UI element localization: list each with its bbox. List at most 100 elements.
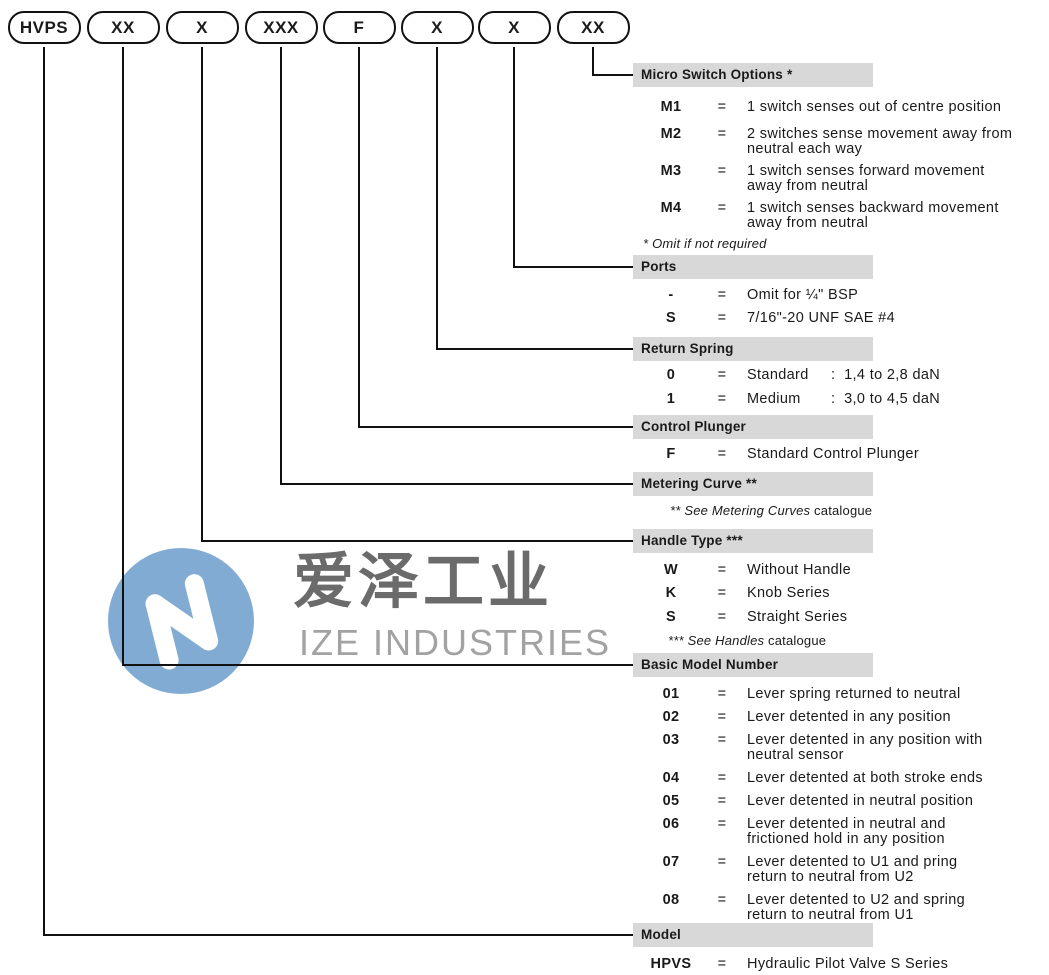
equals-sign: =	[717, 854, 727, 870]
equals-sign: =	[717, 391, 727, 407]
code-row-micro-switch-options-M3: M3 = 1 switch senses forward movement away…	[633, 164, 1045, 194]
code-row-handle-type-K: K=Knob Series	[633, 586, 1045, 601]
equals-sign: =	[717, 793, 727, 809]
code-key: M2	[660, 126, 682, 142]
code-description: Lever detented to U2 and spring return t…	[747, 892, 966, 923]
code-key: M1	[660, 99, 682, 115]
code-row-micro-switch-options-M2: M2 = 2 switches sense movement away from n…	[633, 127, 1045, 157]
code-key: 03	[662, 732, 680, 748]
footnote-micro-switch-options: * Omit if not required	[643, 236, 1045, 251]
code-key: -	[668, 287, 674, 303]
model-code-box-7: XX	[556, 11, 630, 44]
section-header-basic-model-number: Basic Model Number	[633, 653, 873, 677]
connector-hline-return-spring	[436, 348, 633, 350]
code-description: Without Handle	[747, 562, 852, 578]
code-row-return-spring-1: 1 = Medium: 3,0 to 4,5 daN	[633, 392, 1045, 407]
code-row-basic-model-number-07: 07=Lever detented to U1 and pring return…	[633, 855, 1045, 885]
connector-hline-micro-switch-options	[592, 74, 633, 76]
footnote-normal-text: catalogue	[764, 633, 827, 648]
code-row-ports-S: S=7/16"-20 UNF SAE #4	[633, 311, 1045, 326]
connector-vline-ports	[513, 47, 515, 268]
code-description: Straight Series	[747, 609, 848, 625]
code-description: 7/16"-20 UNF SAE #4	[747, 310, 896, 326]
code-key: HPVS	[650, 956, 692, 972]
code-row-micro-switch-options-M1: M1=1 switch senses out of centre positio…	[633, 100, 1045, 115]
equals-sign: =	[717, 956, 727, 972]
section-header-micro-switch-options: Micro Switch Options *	[633, 63, 873, 87]
equals-sign: =	[717, 816, 727, 832]
code-description: 1 switch senses out of centre position	[747, 99, 1002, 115]
connector-vline-metering-curve	[280, 47, 282, 485]
code-description: Lever detented in any position with neut…	[747, 732, 983, 763]
code-description: 2 switches sense movement away from neut…	[747, 126, 1013, 157]
equals-sign: =	[717, 287, 727, 303]
code-key: S	[665, 609, 677, 625]
code-row-basic-model-number-02: 02=Lever detented in any position	[633, 710, 1045, 725]
footnote-normal-text: catalogue	[810, 503, 873, 518]
section-header-control-plunger: Control Plunger	[633, 415, 873, 439]
watermark-chinese-text: 爱泽工业	[293, 547, 554, 615]
code-row-ports--: -=Omit for ¼" BSP	[633, 288, 1045, 303]
equals-sign: =	[717, 367, 727, 383]
code-description-detail: : 3,0 to 4,5 daN	[831, 391, 941, 407]
code-key: K	[665, 585, 677, 601]
code-description: Standard : 1,4 to 2,8 daN	[747, 368, 940, 383]
connector-hline-model	[43, 934, 633, 936]
code-description: Lever detented in neutral and frictioned…	[747, 816, 946, 847]
connector-vline-handle-type	[201, 47, 203, 542]
section-metering-curve: Metering Curve ** ** See Metering Curves …	[633, 472, 1045, 518]
code-description: Medium: 3,0 to 4,5 daN	[747, 392, 940, 407]
equals-sign: =	[717, 126, 727, 142]
code-key: S	[665, 310, 677, 326]
code-key: M3	[660, 163, 682, 179]
equals-sign: =	[717, 732, 727, 748]
code-row-control-plunger-F: F=Standard Control Plunger	[633, 447, 1045, 462]
code-row-handle-type-W: W=Without Handle	[633, 563, 1045, 578]
code-description: 1 switch senses backward movement away f…	[747, 200, 999, 231]
model-code-box-5: X	[400, 11, 474, 44]
code-description-detail: : 1,4 to 2,8 daN	[831, 367, 941, 383]
code-key: 02	[662, 709, 680, 725]
model-code-box-4: F	[322, 11, 396, 44]
code-row-basic-model-number-04: 04 = Lever detented at both stroke ends	[633, 771, 1045, 786]
equals-sign: =	[717, 562, 727, 578]
code-key: 1	[666, 391, 676, 407]
section-header-return-spring: Return Spring	[633, 337, 873, 361]
code-key: 05	[662, 793, 680, 809]
code-key: M4	[660, 200, 682, 216]
code-row-basic-model-number-05: 05=Lever detented in neutral position	[633, 794, 1045, 809]
code-row-basic-model-number-01: 01=Lever spring returned to neutral	[633, 687, 1045, 702]
footnote-italic-text: *** See Handles	[668, 633, 765, 648]
code-description: Lever detented at both stroke ends	[747, 770, 983, 786]
connector-hline-handle-type	[201, 540, 633, 542]
equals-sign: =	[717, 163, 727, 179]
code-key: 08	[662, 892, 680, 908]
section-micro-switch-options: Micro Switch Options *M1=1 switch senses…	[633, 63, 1045, 251]
code-description: 1 switch senses forward movement away fr…	[747, 163, 985, 194]
model-code-box-6: X	[477, 11, 551, 44]
code-key: 04	[662, 770, 680, 786]
connector-vline-micro-switch-options	[592, 47, 594, 76]
code-key: 06	[662, 816, 680, 832]
equals-sign: =	[717, 770, 727, 786]
logo-n-glyph	[145, 574, 219, 670]
code-row-micro-switch-options-M4: M4=1 switch senses backward movement awa…	[633, 201, 1045, 231]
section-basic-model-number: Basic Model Number 01=Lever spring return…	[633, 653, 1045, 923]
section-header-metering-curve: Metering Curve **	[633, 472, 873, 496]
equals-sign: =	[717, 892, 727, 908]
code-row-model-HPVS: HPVS=Hydraulic Pilot Valve S Series	[633, 957, 1045, 972]
footnote-metering-curve: ** See Metering Curves catalogue	[670, 503, 1045, 518]
footnote-italic-text: * Omit if not required	[643, 236, 767, 251]
code-row-basic-model-number-06: 06 = Lever detented in neutral and frictio…	[633, 817, 1045, 847]
connector-hline-ports	[513, 266, 633, 268]
model-code-box-0: HVPS	[7, 11, 81, 44]
watermark-english-text: IZE INDUSTRIES	[299, 622, 612, 663]
footnote-italic-text: ** See Metering Curves	[670, 503, 811, 518]
code-description: Standard Control Plunger	[747, 446, 920, 462]
section-header-handle-type: Handle Type ***	[633, 529, 873, 553]
code-description-name: Standard	[747, 367, 809, 383]
